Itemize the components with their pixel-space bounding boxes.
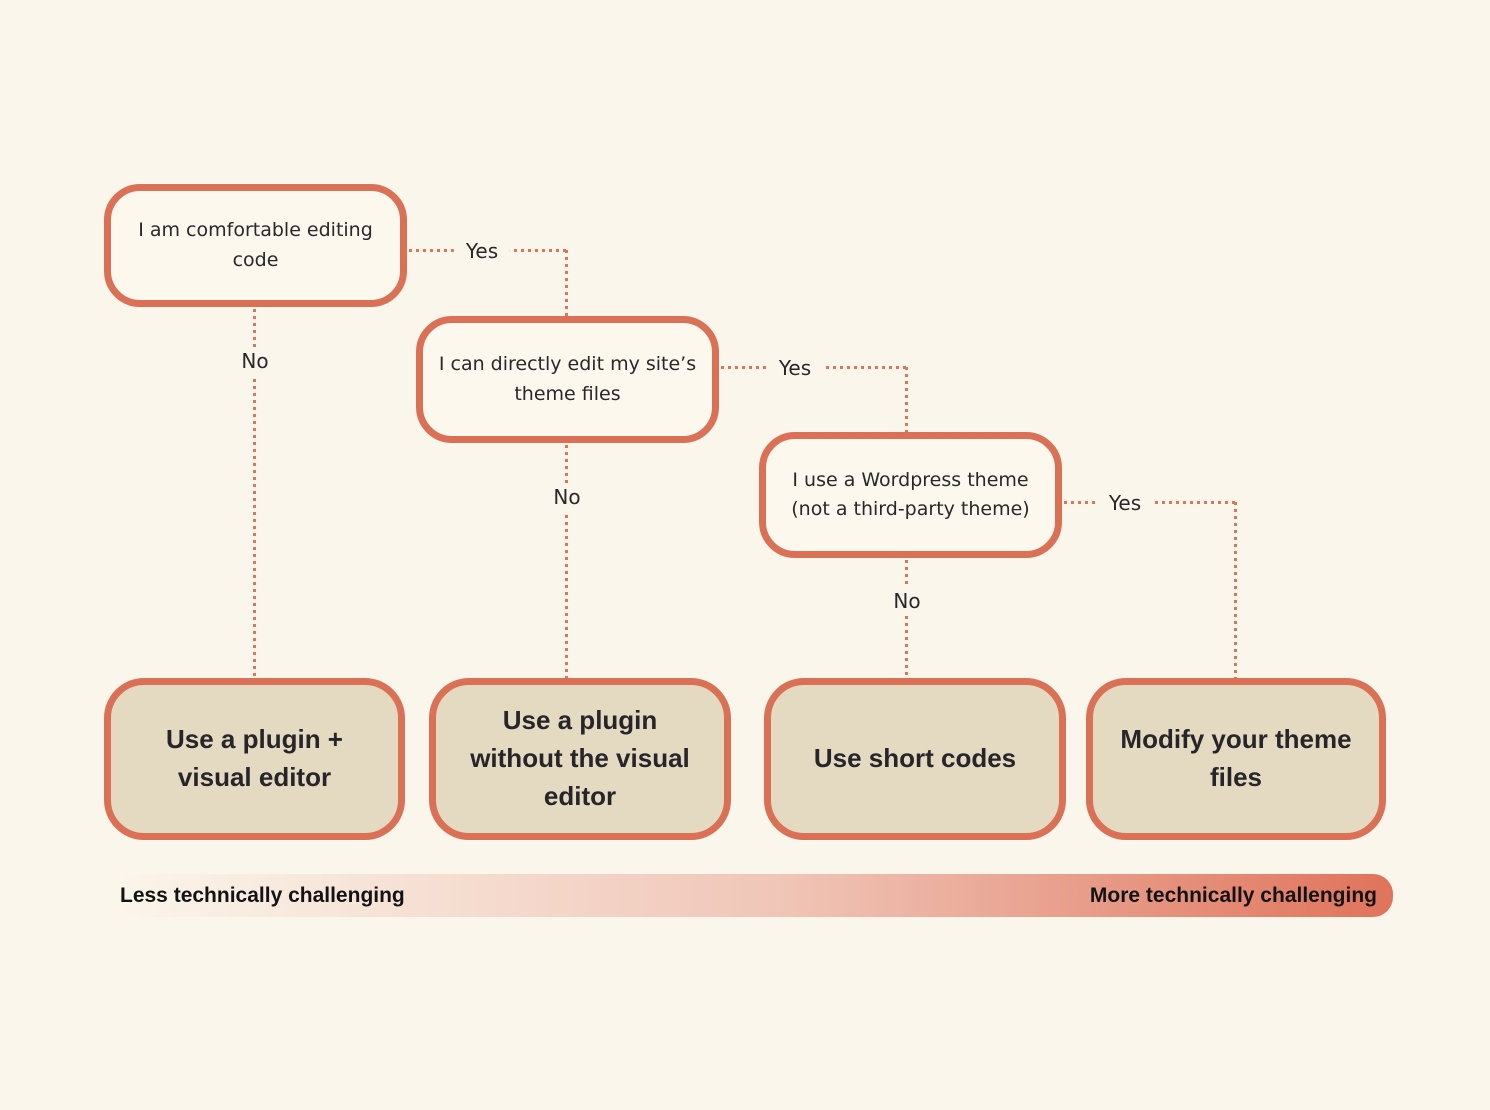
edge-label-yes-1: Yes	[453, 237, 511, 265]
connector-yes-3-vertical	[1234, 502, 1237, 678]
bar-label-more-challenging: More technically challenging	[1089, 883, 1377, 907]
outcome-node-label: Use a plugin without the visual editor	[470, 705, 690, 811]
decision-node-directly-edit-theme-files: I can directly edit my site’s theme file…	[416, 316, 719, 443]
difficulty-gradient-bar: Less technically challenging More techni…	[108, 874, 1393, 917]
connector-yes-1-vertical	[565, 250, 568, 316]
decision-node-label: I use a Wordpress theme (not a third-par…	[791, 468, 1030, 520]
outcome-node-plugin-visual-editor: Use a plugin + visual editor	[104, 678, 405, 840]
decision-node-label: I am comfortable editing code	[138, 219, 373, 271]
outcome-node-modify-theme-files: Modify your theme files	[1086, 678, 1386, 840]
connector-no-3-vertical	[905, 560, 908, 678]
edge-label-no-2: No	[541, 483, 593, 511]
decision-node-label: I can directly edit my site’s theme file…	[438, 353, 697, 405]
outcome-node-label: Use a plugin + visual editor	[166, 724, 343, 792]
connector-no-2-vertical	[565, 445, 568, 678]
connector-yes-2-vertical	[905, 367, 908, 432]
decision-node-wordpress-theme: I use a Wordpress theme (not a third-par…	[759, 432, 1062, 558]
edge-label-yes-3: Yes	[1096, 489, 1154, 517]
outcome-node-use-short-codes: Use short codes	[764, 678, 1066, 840]
edge-label-no-1: No	[229, 347, 281, 375]
outcome-node-label: Modify your theme files	[1120, 724, 1352, 792]
edge-label-no-3: No	[881, 587, 933, 615]
outcome-node-plugin-without-visual-editor: Use a plugin without the visual editor	[429, 678, 731, 840]
connector-no-1-vertical	[253, 309, 256, 678]
edge-label-yes-2: Yes	[766, 354, 824, 382]
decision-node-comfortable-editing-code: I am comfortable editing code	[104, 184, 407, 307]
outcome-node-label: Use short codes	[813, 743, 1017, 774]
bar-label-less-challenging: Less technically challenging	[120, 883, 405, 907]
